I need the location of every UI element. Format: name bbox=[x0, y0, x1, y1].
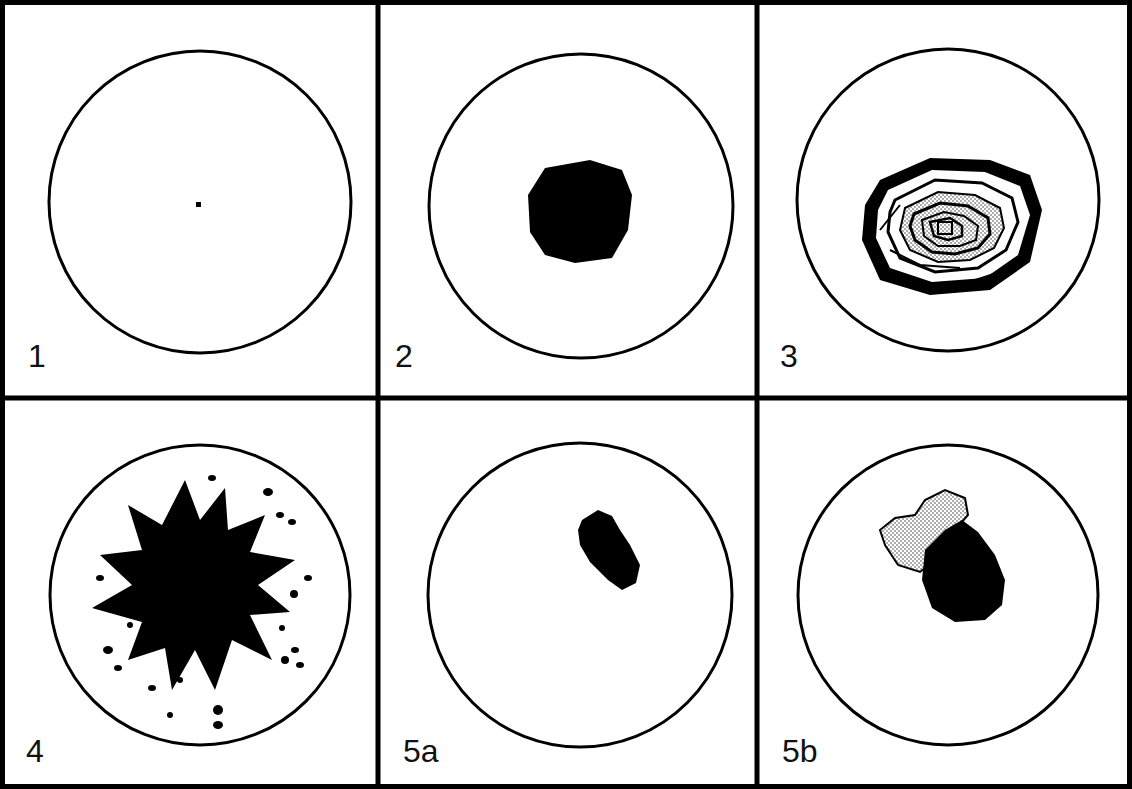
panel-number: 3 bbox=[780, 340, 798, 372]
solid-blob bbox=[922, 520, 1005, 622]
spreading-star bbox=[92, 475, 312, 729]
dish-circle bbox=[49, 49, 1099, 747]
panel-number: 2 bbox=[395, 340, 413, 372]
small-blob bbox=[578, 510, 640, 590]
panel-number: 5a bbox=[403, 735, 439, 767]
ring-pattern bbox=[862, 158, 1042, 295]
solid-blob bbox=[528, 160, 632, 263]
panel-number: 1 bbox=[28, 340, 46, 372]
initial-spot bbox=[196, 202, 201, 207]
panel-number: 5b bbox=[782, 735, 818, 767]
panel-number: 4 bbox=[26, 735, 44, 767]
